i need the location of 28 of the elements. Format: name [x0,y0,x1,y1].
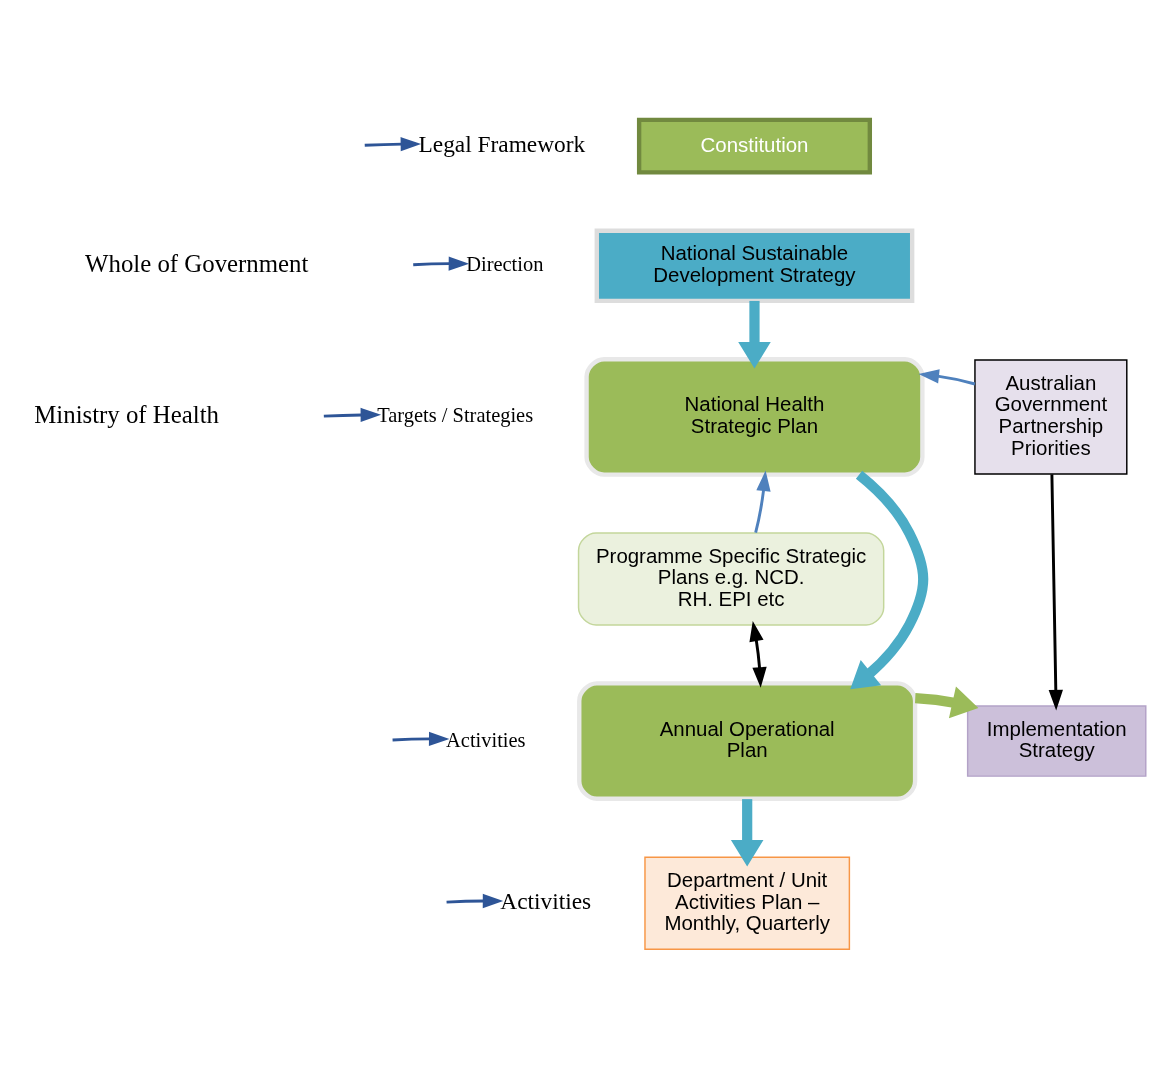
arrow [754,470,771,533]
arrow [914,685,979,718]
arrow [392,731,450,746]
label: Ministry of Health [34,400,219,428]
node-box: National Health Strategic Plan [584,356,925,477]
node-box: Department / Unit Activities Plan – Monthly, Quarterly [644,855,851,950]
node-box: Implementation Strategy [966,704,1147,777]
label: Whole of Government [85,249,309,277]
arrow [446,893,504,908]
node-text: Activities [446,728,526,750]
arrow [850,470,929,689]
arrow [738,300,771,369]
node-box: Constitution [636,117,872,175]
node-text: Legal Framework [418,130,586,157]
arrow [364,136,422,151]
node-box: Australian Government Partnership Priorities [974,358,1128,475]
node-text: Direction [466,252,544,275]
arrow [749,620,767,688]
arrow [1048,473,1063,710]
node-box: National Sustainable Development Strategy [594,228,915,303]
node-text: Activities [500,887,592,914]
node-box: Annual Operational Plan [577,680,918,801]
node-box: Programme Specific Strategic Plans e.g. NCD. RH. EPI etc [577,531,885,626]
arrow [413,255,470,271]
node-text: Targets / Strategies [377,403,534,426]
arrow [730,798,764,867]
arrow [918,368,976,385]
arrow [323,407,382,422]
